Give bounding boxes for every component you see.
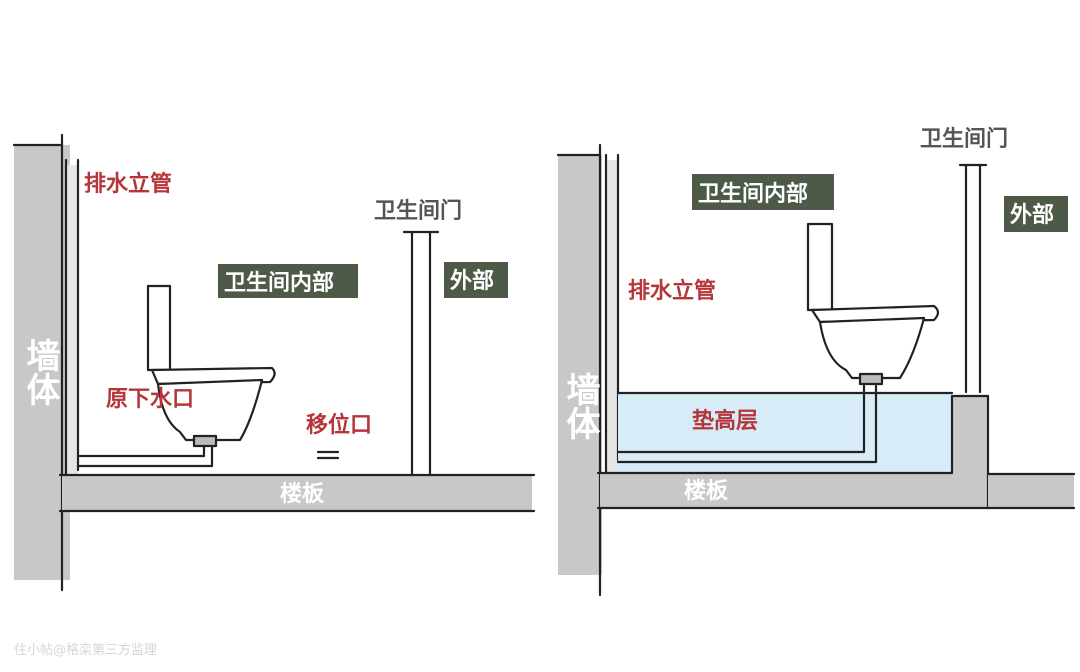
left-inside-label: 卫生间内部: [224, 270, 334, 296]
right-outside-box: [1004, 196, 1068, 232]
right-floor-label: 楼板: [684, 479, 729, 504]
watermark: 住小帖@格栾第三方监理: [14, 642, 157, 658]
left-panel: 墙体 楼板 排水立管 卫生间门 卫生: [12, 133, 536, 592]
left-door-label: 卫生间门: [374, 198, 462, 224]
right-wall: [558, 155, 602, 575]
left-door: [402, 230, 440, 477]
right-inside-label: 卫生间内部: [698, 181, 808, 207]
left-outside-box: [444, 262, 508, 298]
right-door: [958, 163, 988, 394]
left-floor-label: 楼板: [280, 482, 325, 507]
left-floor-slab: [62, 475, 532, 511]
left-toilet: [146, 284, 276, 448]
right-floor-slab: [600, 473, 952, 508]
right-wall-label: 墙体: [560, 372, 600, 440]
original-outlet-label: 原下水口: [106, 387, 194, 412]
right-toilet: [806, 222, 940, 386]
right-door-label: 卫生间门: [920, 126, 1008, 152]
right-riser-label: 排水立管: [628, 278, 716, 304]
raised-layer: [618, 393, 952, 473]
left-outside-label: 外部: [450, 268, 494, 294]
right-outside-label: 外部: [1010, 202, 1054, 228]
left-wall: [14, 145, 70, 580]
left-riser-pipe: [66, 165, 78, 485]
left-inside-box: [218, 264, 358, 298]
right-riser-pipe: [606, 160, 618, 490]
right-panel: 墙体 楼板: [556, 126, 1076, 597]
raised-layer-label: 垫高层: [692, 408, 758, 434]
moved-outlet-label: 移位口: [306, 412, 372, 438]
right-step-block: [952, 396, 988, 508]
outside-floor: [988, 474, 1074, 508]
left-riser-label: 排水立管: [84, 171, 172, 197]
left-wall-label: 墙体: [20, 338, 60, 406]
right-inside-box: [692, 174, 834, 210]
